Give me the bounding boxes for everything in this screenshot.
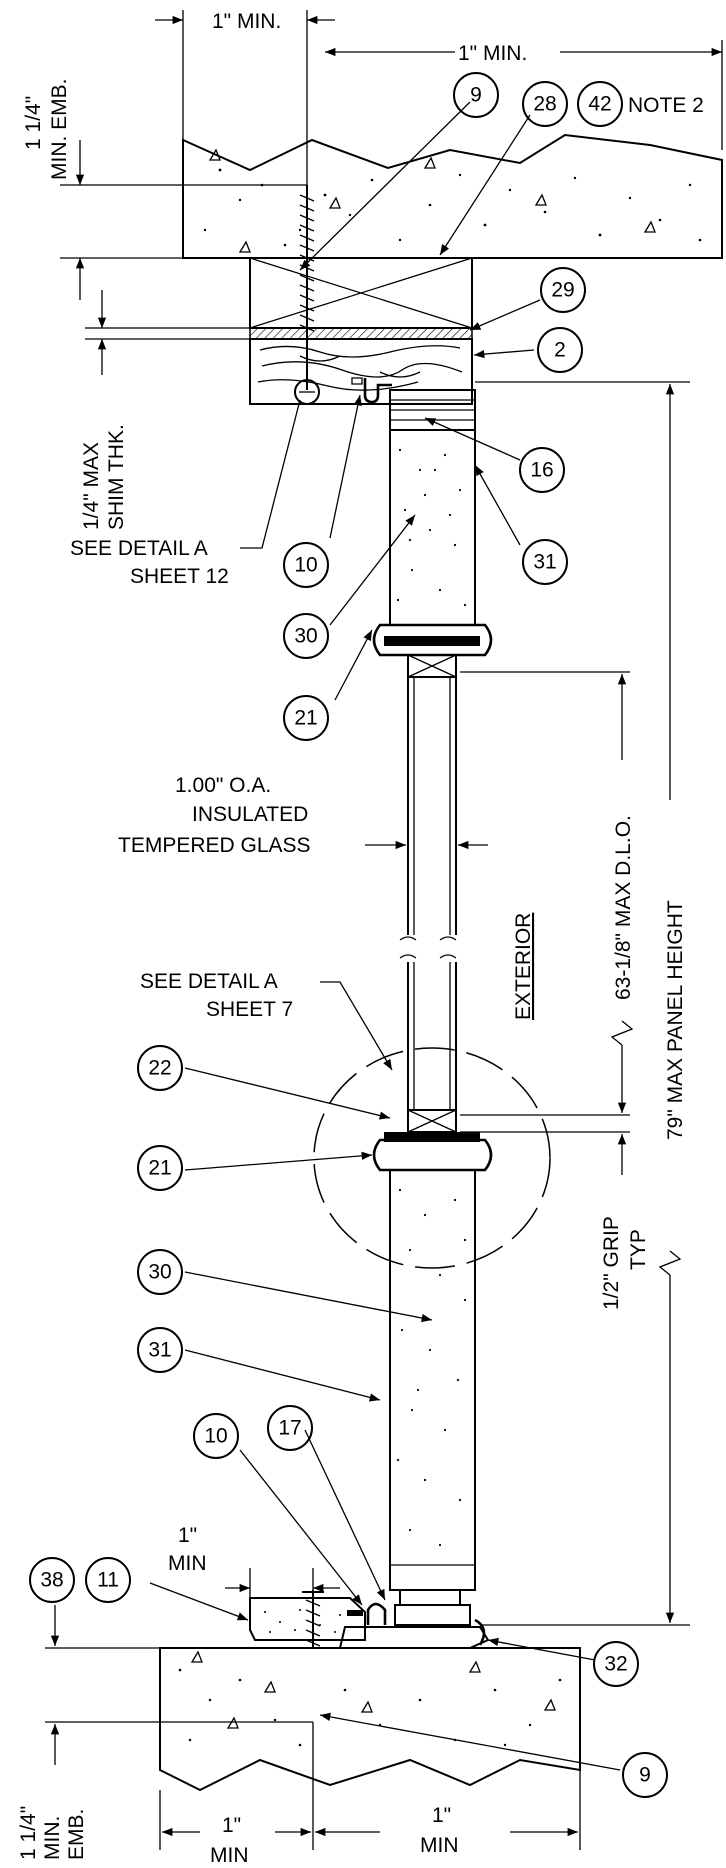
- detail-a12-line2: SHEET 12: [130, 565, 229, 588]
- callout-31-bot: 31: [137, 1327, 183, 1373]
- exterior-label: EXTERIOR: [512, 913, 535, 1020]
- svg-text:MIN.: MIN.: [41, 1816, 64, 1860]
- dim-1min-top-right: 1" MIN.: [458, 42, 527, 65]
- glass-label-line1: 1.00" O.A.: [175, 774, 271, 797]
- emb-top-label: 1 1/4" MIN. EMB.: [22, 78, 71, 180]
- svg-text:31: 31: [148, 1339, 171, 1362]
- svg-text:31: 31: [533, 551, 556, 574]
- svg-text:1/2" GRIP: 1/2" GRIP: [600, 1216, 623, 1310]
- svg-text:9: 9: [470, 84, 482, 107]
- svg-text:10: 10: [204, 1425, 227, 1448]
- svg-text:MIN. EMB.: MIN. EMB.: [48, 78, 71, 180]
- emb-bot-label: 1 1/4" MIN. EMB.: [17, 1806, 88, 1860]
- callout-9-top: 9: [453, 72, 499, 118]
- svg-text:79" MAX PANEL HEIGHT: 79" MAX PANEL HEIGHT: [664, 900, 687, 1140]
- callout-11: 11: [85, 1557, 131, 1603]
- svg-text:1 1/4": 1 1/4": [22, 96, 45, 150]
- svg-text:SHIM THK.: SHIM THK.: [105, 424, 128, 530]
- svg-text:30: 30: [148, 1261, 171, 1284]
- panel-height-label: 79" MAX PANEL HEIGHT: [664, 900, 687, 1140]
- glass-label-line3: TEMPERED GLASS: [118, 834, 311, 857]
- blocking-and-shim: [249, 257, 473, 405]
- detail-circle: [313, 1047, 551, 1269]
- dim-1min-top-left: 1" MIN.: [212, 10, 281, 33]
- callout-10-bot: 10: [193, 1413, 239, 1459]
- svg-text:1/4" MAX: 1/4" MAX: [80, 442, 103, 530]
- svg-text:21: 21: [148, 1157, 171, 1180]
- detail-a7-line2: SHEET 7: [206, 998, 293, 1021]
- svg-text:17: 17: [278, 1417, 301, 1440]
- svg-text:EMB.: EMB.: [65, 1809, 88, 1860]
- svg-text:22: 22: [148, 1057, 171, 1080]
- dlo-label: 63-1/8" MAX D.L.O.: [612, 815, 635, 1000]
- bot-1min-line1: 1": [178, 1524, 197, 1547]
- lower-glazing-rail: [372, 1109, 493, 1172]
- svg-text:11: 11: [97, 1569, 119, 1592]
- callout-28: 28: [522, 81, 568, 127]
- callout-17: 17: [267, 1405, 313, 1451]
- bot-left-1min-line1: 1": [222, 1814, 241, 1837]
- bottom-concrete-slab: [159, 1647, 581, 1792]
- callout-31-top: 31: [522, 539, 568, 585]
- glass-label-line2: INSULATED: [192, 803, 308, 826]
- svg-text:16: 16: [530, 459, 553, 482]
- callout-30-top: 30: [283, 613, 329, 659]
- callout-32: 32: [593, 1641, 639, 1687]
- callout-29: 29: [540, 267, 586, 313]
- shim-label: 1/4" MAX SHIM THK.: [80, 424, 128, 530]
- svg-text:21: 21: [294, 707, 317, 730]
- detail-a12-line1: SEE DETAIL A: [70, 537, 208, 560]
- callout-21-top: 21: [283, 695, 329, 741]
- svg-text:EXTERIOR: EXTERIOR: [512, 913, 535, 1020]
- text-labels: 1" MIN. 1" MIN. NOTE 2 1 1/4" MIN. EMB. …: [17, 10, 704, 1867]
- panel-head-cap: [351, 377, 476, 431]
- base-shoe: [249, 1590, 490, 1649]
- svg-text:63-1/8" MAX D.L.O.: 63-1/8" MAX D.L.O.: [612, 815, 635, 1000]
- bot-left-1min-line2: MIN: [210, 1844, 249, 1867]
- svg-text:1 1/4": 1 1/4": [17, 1806, 40, 1860]
- insulated-glass-unit: [399, 677, 457, 1110]
- svg-text:TYP: TYP: [627, 1229, 650, 1270]
- callout-9-bot: 9: [622, 1752, 668, 1798]
- svg-text:42: 42: [588, 93, 611, 116]
- callout-22: 22: [137, 1045, 183, 1091]
- leader-lines: [149, 101, 621, 1771]
- callout-21-bot: 21: [137, 1145, 183, 1191]
- svg-text:38: 38: [40, 1569, 63, 1592]
- dimension-lines: [45, 10, 723, 1850]
- svg-text:10: 10: [294, 554, 317, 577]
- upper-insulated-panel: [389, 429, 476, 626]
- bot-right-1min-line2: MIN: [420, 1834, 459, 1857]
- callout-bubbles: 9 28 42 29 2 16 31 10 30 21 22 21 30 31 …: [29, 72, 668, 1798]
- grip-label: 1/2" GRIP TYP: [600, 1216, 650, 1310]
- top-concrete-header: [182, 133, 723, 259]
- lower-insulated-panel: [389, 1169, 476, 1591]
- bot-1min-line2: MIN: [168, 1552, 207, 1575]
- note-2: NOTE 2: [628, 94, 704, 117]
- upper-glazing-rail: [372, 623, 493, 678]
- callout-16: 16: [519, 447, 565, 493]
- svg-text:32: 32: [604, 1653, 627, 1676]
- bot-right-1min-line1: 1": [432, 1804, 451, 1827]
- detail-a7-line1: SEE DETAIL A: [140, 970, 278, 993]
- svg-text:28: 28: [533, 93, 556, 116]
- svg-text:30: 30: [294, 625, 317, 648]
- svg-text:2: 2: [554, 339, 566, 362]
- callout-38: 38: [29, 1557, 75, 1603]
- callout-10-top: 10: [283, 542, 329, 588]
- callout-30-bot: 30: [137, 1249, 183, 1295]
- callout-42: 42: [577, 81, 623, 127]
- callout-2: 2: [537, 327, 583, 373]
- svg-text:29: 29: [551, 279, 574, 302]
- svg-text:9: 9: [639, 1764, 651, 1787]
